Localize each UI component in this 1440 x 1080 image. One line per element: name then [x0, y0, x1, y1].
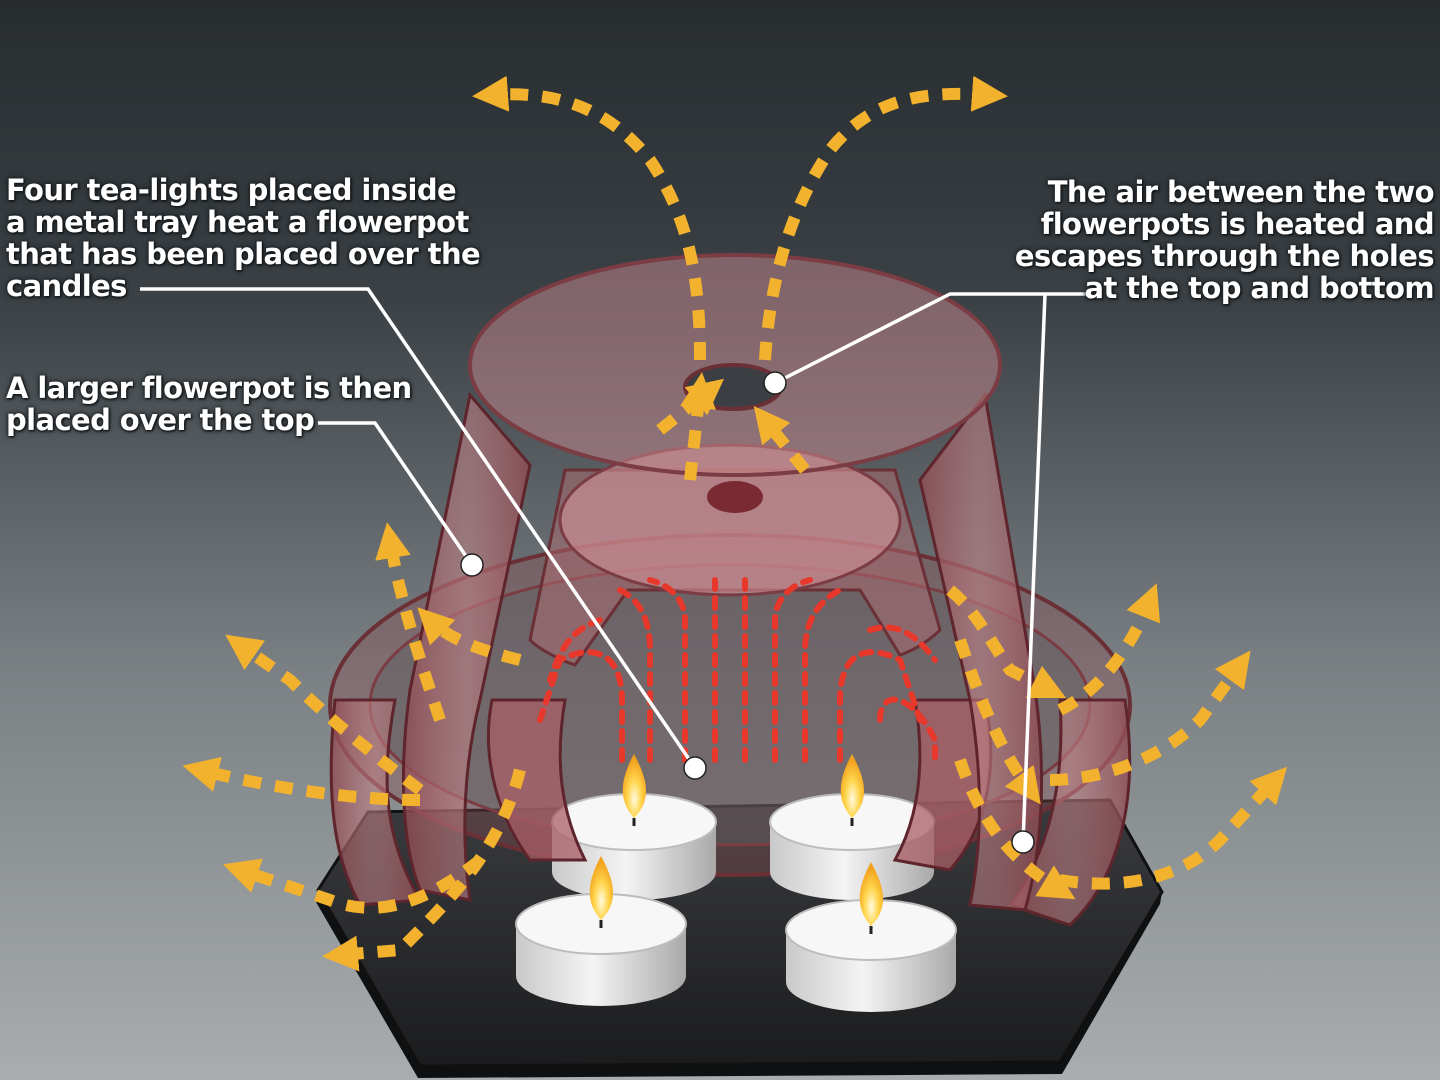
- warm-air-arrow: [417, 607, 522, 666]
- hot-air-arrow: [837, 649, 923, 763]
- hot-air-arrow: [537, 649, 625, 763]
- warm-air-arrow: [753, 405, 810, 474]
- hot-air-arrow: [877, 696, 938, 763]
- callout-line-air-top: [774, 292, 1088, 385]
- callout-dot: [763, 371, 787, 395]
- callout-label-larger-pot: A larger flowerpot is then placed over t…: [6, 372, 412, 436]
- warm-air-arrow: [472, 75, 706, 361]
- callout-dot: [460, 553, 484, 577]
- callout-text-line: flowerpots is heated and: [1040, 207, 1435, 241]
- hot-air-arrow: [867, 624, 938, 663]
- callout-line-tealights: [140, 287, 697, 769]
- tea-light: [785, 862, 957, 1012]
- callout-label-tealights: Four tea-lights placed inside a metal tr…: [6, 173, 481, 303]
- warm-air-arrow: [1057, 583, 1161, 716]
- warm-air-arrow: [1059, 766, 1288, 890]
- hot-air-arrow: [772, 577, 813, 763]
- callout-dot: [1011, 830, 1035, 854]
- callout-label-air: The air between the two flowerpots is he…: [1014, 175, 1435, 305]
- callout-text-line: escapes through the holes: [1014, 239, 1435, 273]
- tea-light: [769, 754, 935, 900]
- warm-air-arrows: [182, 75, 1288, 972]
- warm-air-arrow: [322, 768, 526, 972]
- hot-air-arrow: [617, 587, 653, 763]
- callout-text-line: Four tea-lights placed inside: [6, 173, 457, 207]
- callout-dot: [683, 756, 707, 780]
- warm-air-arrow: [656, 378, 725, 435]
- small-flowerpot: [486, 443, 993, 872]
- callout-text-line: A larger flowerpot is then: [6, 371, 412, 405]
- callout-text-line: a metal tray heat a flowerpot: [6, 205, 469, 239]
- tea-lights: [515, 754, 957, 1012]
- callout-text-line: The air between the two: [1047, 175, 1435, 209]
- hot-air-arrow: [647, 577, 688, 763]
- callout-lines: [140, 287, 1088, 843]
- warm-air-arrow: [182, 756, 421, 806]
- tea-light: [515, 856, 687, 1006]
- hot-air-arrow: [802, 587, 843, 763]
- callout-dots: [460, 371, 1035, 854]
- callout-text-line: placed over the top: [6, 403, 315, 437]
- warm-air-arrow: [946, 585, 1067, 699]
- callout-text-line: at the top and bottom: [1084, 271, 1435, 305]
- callout-text-line: candles: [6, 269, 127, 303]
- hot-air-arrow: [547, 617, 603, 683]
- callout-text-line: that has been placed over the: [6, 237, 481, 271]
- warm-air-arrow: [375, 522, 446, 722]
- hot-air-arrows: [537, 577, 938, 763]
- callout-line-air-bottom: [1021, 293, 1047, 843]
- warm-air-arrow: [225, 634, 424, 795]
- callout-line-larger-pot: [318, 421, 474, 566]
- warm-air-arrow: [759, 75, 1008, 361]
